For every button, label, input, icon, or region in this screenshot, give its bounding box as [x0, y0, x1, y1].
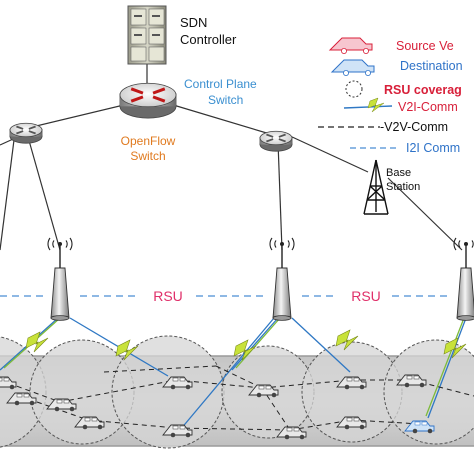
legend-source-vehicle-label: Source Ve: [396, 39, 454, 53]
rsu-tower-icon: [47, 237, 73, 321]
v2v-line: [87, 419, 177, 429]
v2v-line: [351, 419, 421, 425]
sdn-controller-label: Controller: [180, 32, 237, 47]
v2i-line: [291, 317, 351, 373]
rsu-coverage-areas: [0, 335, 474, 449]
legend-v2i-label: V2I-Comm: [398, 100, 458, 114]
lightning-bolt-icon: [233, 339, 257, 361]
control-plane-switch-label: Control Plane: [184, 77, 257, 91]
vehicles: [0, 374, 435, 440]
rsu-towers: [47, 237, 474, 321]
control-plane-switch-icon: [119, 82, 177, 119]
openflow-switch-label: OpenFlow: [121, 134, 176, 148]
vehicle-icon: [6, 392, 37, 406]
legend-v2v-label: -V2V-Comm: [380, 120, 448, 134]
rsu-label: RSU: [153, 288, 183, 304]
lightning-bolt-icon: [115, 339, 139, 361]
v2i-line-alt: [235, 317, 281, 369]
base-station-label: Station: [386, 181, 420, 193]
lightning-bolt-icon: [443, 337, 467, 359]
base-station-tower-icon: [363, 159, 389, 215]
source-vehicle-icon: [328, 37, 373, 55]
v2i-line: [179, 317, 275, 431]
sdn-controller-label: SDN: [180, 15, 207, 30]
control-plane-switch-label: Switch: [208, 93, 243, 107]
vehicle-icon: [74, 416, 105, 430]
link-far-right-rsu: [387, 177, 463, 251]
vehicle-icon: [336, 376, 367, 390]
legend-i2i-label: I2I Comm: [406, 141, 460, 155]
destination-vehicle-icon: [330, 59, 375, 77]
link-switch-right: [169, 103, 271, 135]
backhaul-links: [0, 62, 463, 251]
link-switch-left: [27, 103, 129, 129]
legend: Source Ve Destination RSU coverag V2I-Co…: [318, 37, 463, 155]
switches: [9, 82, 293, 152]
v2v-line: [103, 365, 217, 373]
vehicle-icon: [162, 424, 193, 438]
vehicle-icon: [0, 376, 17, 390]
openflow-switch-label: Switch: [130, 149, 165, 163]
v2v-line: [59, 379, 177, 403]
vehicle-icon: [336, 416, 367, 430]
v2v-line: [261, 379, 353, 389]
v2i-legend-icon: [343, 97, 393, 113]
lightning-bolt-icon: [335, 329, 359, 351]
rsu-coverage-legend-icon: [345, 80, 363, 98]
sdn-controller-server-icon: [127, 5, 167, 65]
rsu-coverage-circle: [383, 339, 474, 445]
link-left-rsu-2: [0, 139, 15, 251]
rsu-tower-icon: [453, 237, 474, 321]
legend-rsu-coverage-label: RSU coverag: [384, 83, 462, 97]
wireless-bolts: [25, 329, 467, 361]
vehicle-icon: [162, 376, 193, 390]
v2i-line-alt: [425, 317, 465, 417]
v2v-line: [175, 427, 291, 431]
vehicle-icon: [248, 384, 279, 398]
rsu-tower-icon: [269, 237, 295, 321]
destination-vehicle-icon: [404, 420, 435, 434]
rsu-label: RSU: [351, 288, 381, 304]
openflow-switch-icon: [9, 122, 43, 144]
vehicle-icon: [46, 398, 77, 412]
vehicle-icon: [276, 426, 307, 440]
lightning-bolt-icon: [25, 331, 49, 353]
link-left-rsu: [27, 136, 61, 251]
vehicle-icon: [396, 374, 427, 388]
v2i-line: [427, 317, 467, 419]
openflow-switch-icon: [259, 130, 293, 152]
legend-destination-vehicle-label: Destination: [400, 59, 463, 73]
v2v-line: [289, 419, 353, 431]
link-right-rsu: [277, 141, 283, 251]
base-station-label: Base: [386, 167, 411, 179]
link-basestation: [289, 135, 369, 173]
v2i-line: [231, 317, 279, 371]
